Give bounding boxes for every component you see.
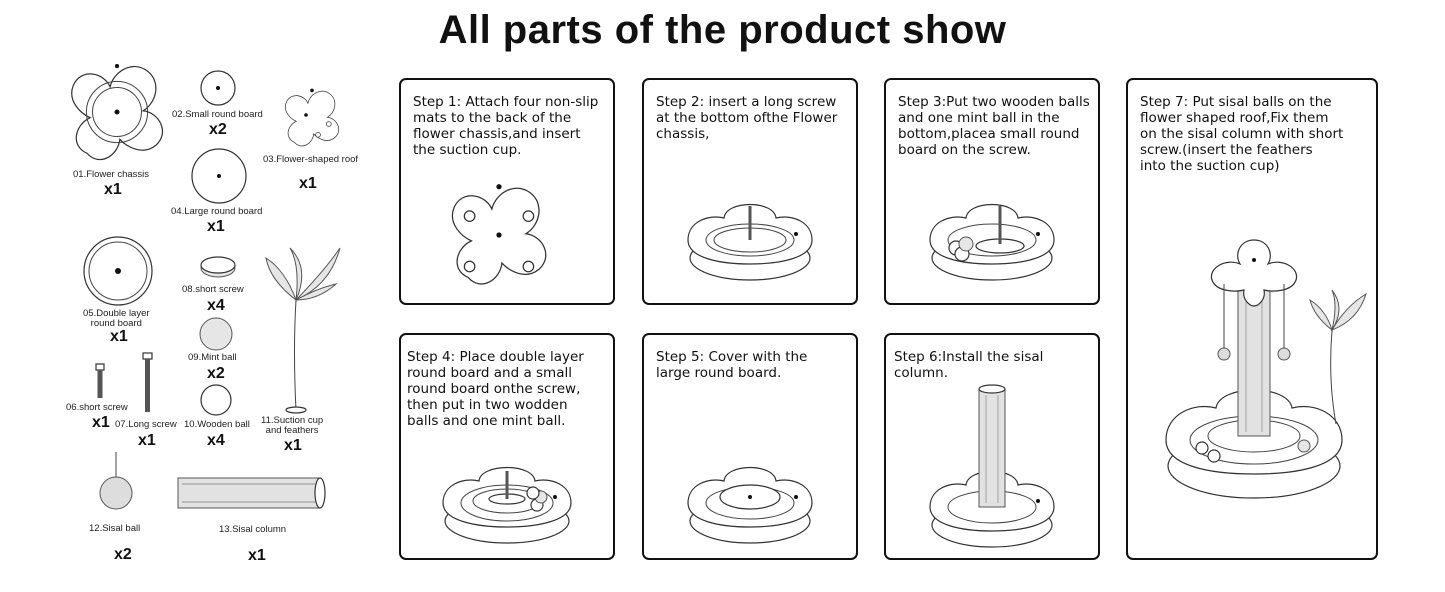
step-6-box: Step 6:Install the sisal column. bbox=[884, 333, 1100, 560]
part-qty: x1 bbox=[284, 437, 302, 454]
step-text: Step 4: Place double layer round board a… bbox=[407, 349, 584, 429]
step-text: Step 7: Put sisal balls on the flower sh… bbox=[1140, 94, 1344, 174]
part-label: 02.Small round board bbox=[172, 109, 263, 120]
mint-ball-icon bbox=[199, 317, 233, 351]
step-text: Step 3:Put two wooden balls and one mint… bbox=[898, 94, 1090, 158]
part-qty: x2 bbox=[114, 546, 132, 563]
part-qty: x1 bbox=[92, 414, 110, 431]
step-6-illustration bbox=[929, 384, 1055, 548]
part-qty: x4 bbox=[207, 432, 225, 449]
part-label: 01.Flower chassis bbox=[73, 169, 150, 180]
small-round-board-icon bbox=[200, 70, 236, 106]
part-label: 06.short screw bbox=[66, 402, 128, 413]
wooden-ball-icon bbox=[200, 384, 232, 416]
parts-illustrations bbox=[44, 39, 355, 510]
step-text: Step 1: Attach four non-slip mats to the… bbox=[413, 94, 599, 158]
part-label: 04.Large round board bbox=[171, 206, 263, 217]
step-7-illustration bbox=[1165, 239, 1367, 499]
page-title: All parts of the product show bbox=[438, 8, 1007, 52]
suction-cup-feathers-icon bbox=[265, 247, 341, 414]
step-3-illustration bbox=[929, 203, 1055, 281]
step-5-illustration bbox=[687, 466, 813, 544]
flower-chassis-icon bbox=[44, 39, 190, 185]
large-round-board-icon bbox=[191, 148, 247, 204]
part-qty: x1 bbox=[207, 218, 225, 235]
part-qty: x1 bbox=[299, 175, 317, 192]
part-label: 10.Wooden ball bbox=[184, 419, 250, 430]
part-qty: x1 bbox=[104, 181, 122, 198]
step-1-box: Step 1: Attach four non-slip mats to the… bbox=[399, 78, 615, 305]
step-2-illustration bbox=[687, 203, 813, 281]
short-screw-icon bbox=[95, 363, 105, 398]
part-qty: x2 bbox=[209, 121, 227, 138]
step-text: Step 5: Cover with the large round board… bbox=[656, 349, 808, 381]
step-1-illustration bbox=[451, 184, 547, 285]
step-text: Step 2: insert a long screw at the botto… bbox=[656, 94, 838, 142]
flower-roof-icon bbox=[269, 75, 355, 161]
part-label: 09.Mint ball bbox=[188, 352, 237, 363]
part-label: 05.Double layer round board bbox=[83, 308, 150, 329]
part-label: 12.Sisal ball bbox=[89, 523, 141, 534]
part-label: 03.Flower-shaped roof bbox=[263, 154, 359, 165]
step-text: Step 6:Install the sisal column. bbox=[894, 349, 1044, 381]
part-label: 11.Suction cup and feathers bbox=[261, 415, 324, 436]
part-label: 07.Long screw bbox=[115, 419, 177, 430]
step-4-box: Step 4: Place double layer round board a… bbox=[399, 333, 615, 560]
step-4-illustration bbox=[442, 466, 572, 544]
double-layer-board-icon bbox=[83, 236, 153, 306]
part-qty: x1 bbox=[110, 328, 128, 345]
sisal-column-icon bbox=[177, 477, 326, 509]
step-5-box: Step 5: Cover with the large round board… bbox=[642, 333, 858, 560]
part-label: 13.Sisal column bbox=[219, 524, 287, 535]
long-screw-icon bbox=[142, 352, 153, 412]
step-3-box: Step 3:Put two wooden balls and one mint… bbox=[884, 78, 1100, 305]
part-qty: x4 bbox=[207, 297, 225, 314]
step-2-box: Step 2: insert a long screw at the botto… bbox=[642, 78, 858, 305]
part-qty: x1 bbox=[248, 547, 266, 564]
short-screw-4-icon bbox=[200, 256, 236, 278]
part-qty: x2 bbox=[207, 365, 225, 382]
part-qty: x1 bbox=[138, 432, 156, 449]
sisal-ball-icon bbox=[99, 452, 133, 510]
step-7-box: Step 7: Put sisal balls on the flower sh… bbox=[1126, 78, 1378, 560]
part-label: 08.short screw bbox=[182, 284, 244, 295]
